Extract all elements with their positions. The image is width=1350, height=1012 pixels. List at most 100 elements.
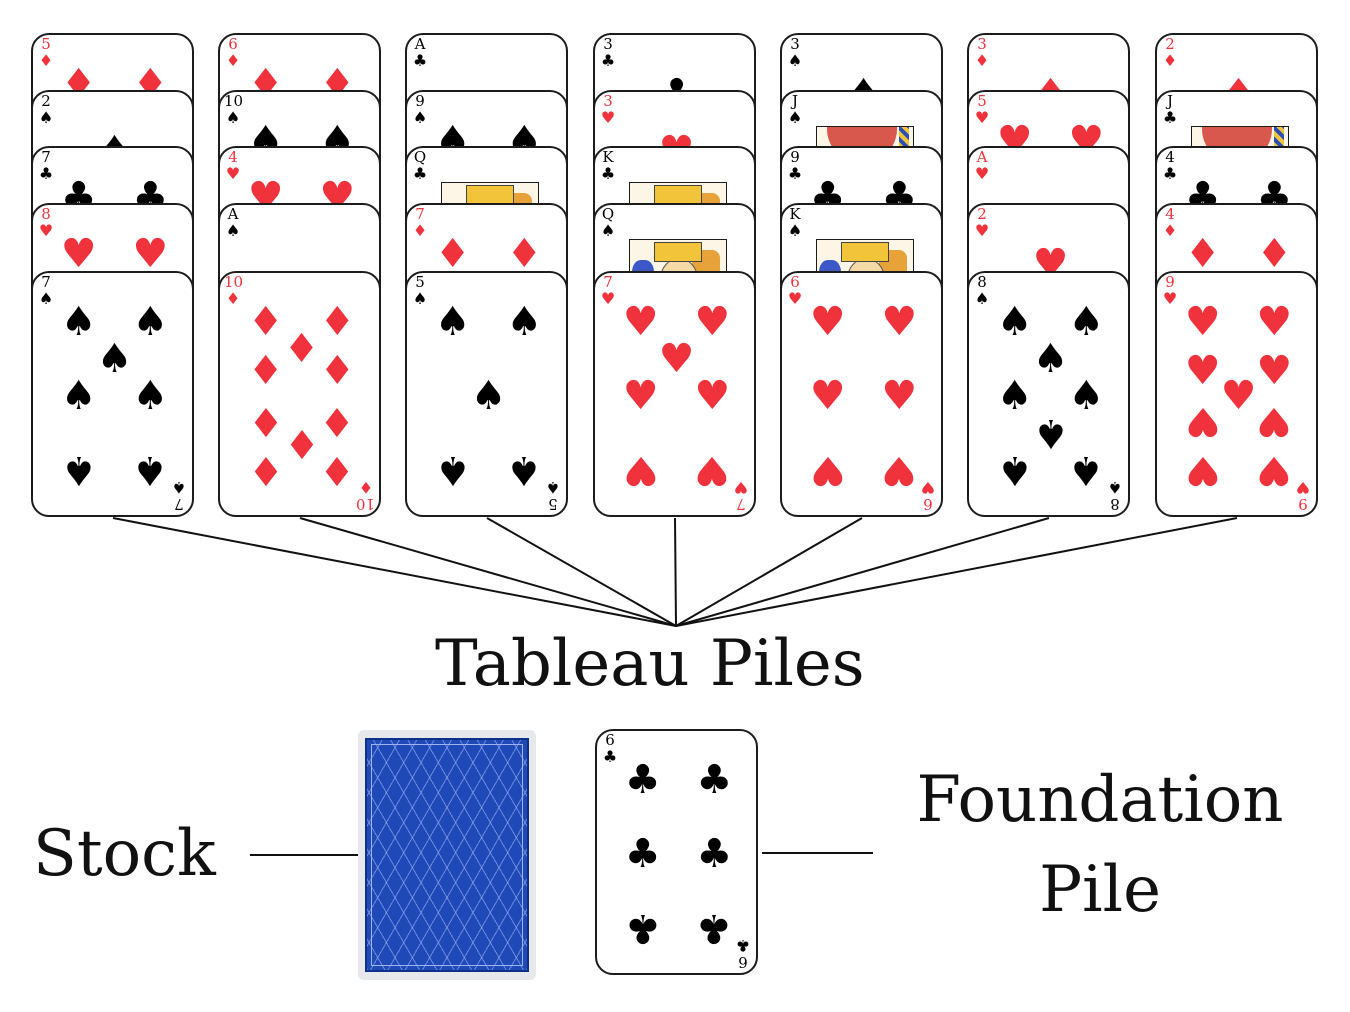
diamond-suit-icon: ♦ <box>358 478 374 497</box>
spade-suit-icon: ♠ <box>787 108 803 127</box>
club-suit-icon: ♣ <box>1162 164 1178 183</box>
tableau-top-card[interactable]: 6♥♥♥♥♥♥♥6♥ <box>780 271 943 517</box>
card-rank: 5 <box>977 92 987 110</box>
tableau-connector-5 <box>675 517 863 627</box>
card-index-top: 6♦ <box>224 37 242 69</box>
card-index-top: J♣ <box>1161 94 1179 126</box>
heart-pip-icon: ♥ <box>881 299 918 346</box>
card-rank: 7 <box>41 273 51 291</box>
club-pip-icon: ♣ <box>696 904 733 951</box>
card-rank: 10 <box>224 273 244 291</box>
heart-pip-icon: ♥ <box>809 446 846 493</box>
tableau-connector-4 <box>674 517 677 627</box>
card-index-top: 9♥ <box>1161 275 1179 307</box>
card-rank-bottom: 7 <box>174 495 184 513</box>
diamond-suit-icon: ♦ <box>1162 221 1178 240</box>
card-index-top: 2♥ <box>973 207 991 239</box>
card-rank: 4 <box>228 148 238 166</box>
diamond-pip-icon: ♦ <box>247 446 284 493</box>
diamond-suit-icon: ♦ <box>1162 51 1178 70</box>
diamond-pip-icon: ♦ <box>319 397 356 444</box>
heart-pip-icon: ♥ <box>1184 397 1221 444</box>
heart-pip-icon: ♥ <box>1256 299 1293 346</box>
heart-suit-icon: ♥ <box>38 221 54 240</box>
spade-pip-icon: ♠ <box>506 299 543 346</box>
club-suit-icon: ♣ <box>412 51 428 70</box>
club-suit-icon: ♣ <box>412 164 428 183</box>
spade-pip-icon: ♠ <box>60 373 97 419</box>
spade-pip-icon: ♠ <box>1032 336 1069 383</box>
foundation-label-line1: Foundation <box>916 763 1284 837</box>
diamond-pip-icon: ♦ <box>434 231 471 278</box>
spade-pip-icon: ♠ <box>96 336 133 383</box>
spade-suit-icon: ♠ <box>38 289 54 308</box>
tableau-top-card[interactable]: 8♠♠♠♠♠♠♠♠♠8♠ <box>967 271 1130 517</box>
club-pip-icon: ♣ <box>624 831 661 877</box>
heart-pip-icon: ♥ <box>1184 299 1221 346</box>
card-rank-bottom: 10 <box>355 495 375 513</box>
foundation-pile-label: Foundation Pile <box>893 768 1307 922</box>
tableau-top-card[interactable]: 7♠♠♠♠♠♠♠♠7♠ <box>31 271 194 517</box>
heart-pip-icon: ♥ <box>694 446 731 493</box>
card-rank-bottom: 6 <box>738 953 748 971</box>
spade-pip-icon: ♠ <box>434 446 471 493</box>
stock-label: Stock <box>33 817 216 891</box>
spade-pip-icon: ♠ <box>996 299 1033 346</box>
diamond-pip-icon: ♦ <box>283 419 320 466</box>
card-index-top: Q♣ <box>411 150 429 182</box>
spade-pip-icon: ♠ <box>470 373 507 419</box>
spade-pip-icon: ♠ <box>996 446 1033 493</box>
stock-card-back[interactable] <box>358 730 536 980</box>
card-index-top: 7♦ <box>411 207 429 239</box>
card-index-top: 9♠ <box>411 94 429 126</box>
heart-pip-icon: ♥ <box>881 446 918 493</box>
club-pip-icon: ♣ <box>624 757 661 804</box>
card-rank-bottom: 6 <box>923 495 933 513</box>
card-rank: 7 <box>41 148 51 166</box>
card-rank-bottom: 7 <box>736 495 746 513</box>
card-index-top: 5♠ <box>411 275 429 307</box>
heart-pip-icon: ♥ <box>1256 348 1293 395</box>
heart-pip-icon: ♥ <box>622 373 659 419</box>
card-index-top: 2♦ <box>1161 37 1179 69</box>
card-index-top: 3♣ <box>599 37 617 69</box>
diamond-pip-icon: ♦ <box>283 326 320 373</box>
diamond-pip-icon: ♦ <box>247 299 284 346</box>
card-index-top: 4♣ <box>1161 150 1179 182</box>
card-rank: A <box>227 205 239 223</box>
card-index-top: K♠ <box>786 207 804 239</box>
heart-pip-icon: ♥ <box>881 373 918 419</box>
club-suit-icon: ♣ <box>735 936 751 955</box>
tableau-top-card[interactable]: 7♥♥♥♥♥♥♥♥7♥ <box>593 271 756 517</box>
spade-pip-icon: ♠ <box>434 299 471 346</box>
spade-pip-icon: ♠ <box>1068 446 1105 493</box>
card-rank: 7 <box>603 273 613 291</box>
tableau-top-card[interactable]: 9♥♥♥♥♥♥♥♥♥♥9♥ <box>1155 271 1318 517</box>
foundation-label-line2: Pile <box>1039 853 1161 927</box>
spade-pip-icon: ♠ <box>132 446 169 493</box>
spade-pip-icon: ♠ <box>1068 299 1105 346</box>
card-index-top: 6♥ <box>786 275 804 307</box>
tableau-connector-6 <box>675 517 1050 627</box>
heart-suit-icon: ♥ <box>974 108 990 127</box>
tableau-connector-7 <box>675 517 1238 627</box>
tableau-top-card[interactable]: 5♠♠♠♠♠♠5♠ <box>405 271 568 517</box>
club-pip-icon: ♣ <box>624 904 661 951</box>
heart-suit-icon: ♥ <box>1162 289 1178 308</box>
card-index-bottom: 9♥ <box>1294 478 1312 513</box>
tableau-connector-2 <box>299 517 677 627</box>
spade-suit-icon: ♠ <box>787 221 803 240</box>
spade-pip-icon: ♠ <box>60 446 97 493</box>
diamond-suit-icon: ♦ <box>225 289 241 308</box>
card-index-top: 6♣ <box>601 733 619 765</box>
card-index-top: 7♥ <box>599 275 617 307</box>
spade-suit-icon: ♠ <box>412 289 428 308</box>
foundation-card[interactable]: 6♣♣♣♣♣♣♣6♣ <box>595 729 758 975</box>
tableau-top-card[interactable]: 10♦♦♦♦♦♦♦♦♦♦♦10♦ <box>218 271 381 517</box>
heart-pip-icon: ♥ <box>694 373 731 419</box>
card-rank: 3 <box>603 35 613 53</box>
club-suit-icon: ♣ <box>38 164 54 183</box>
card-index-top: 5♦ <box>37 37 55 69</box>
heart-pip-icon: ♥ <box>1256 446 1293 493</box>
card-index-top: 2♠ <box>37 94 55 126</box>
